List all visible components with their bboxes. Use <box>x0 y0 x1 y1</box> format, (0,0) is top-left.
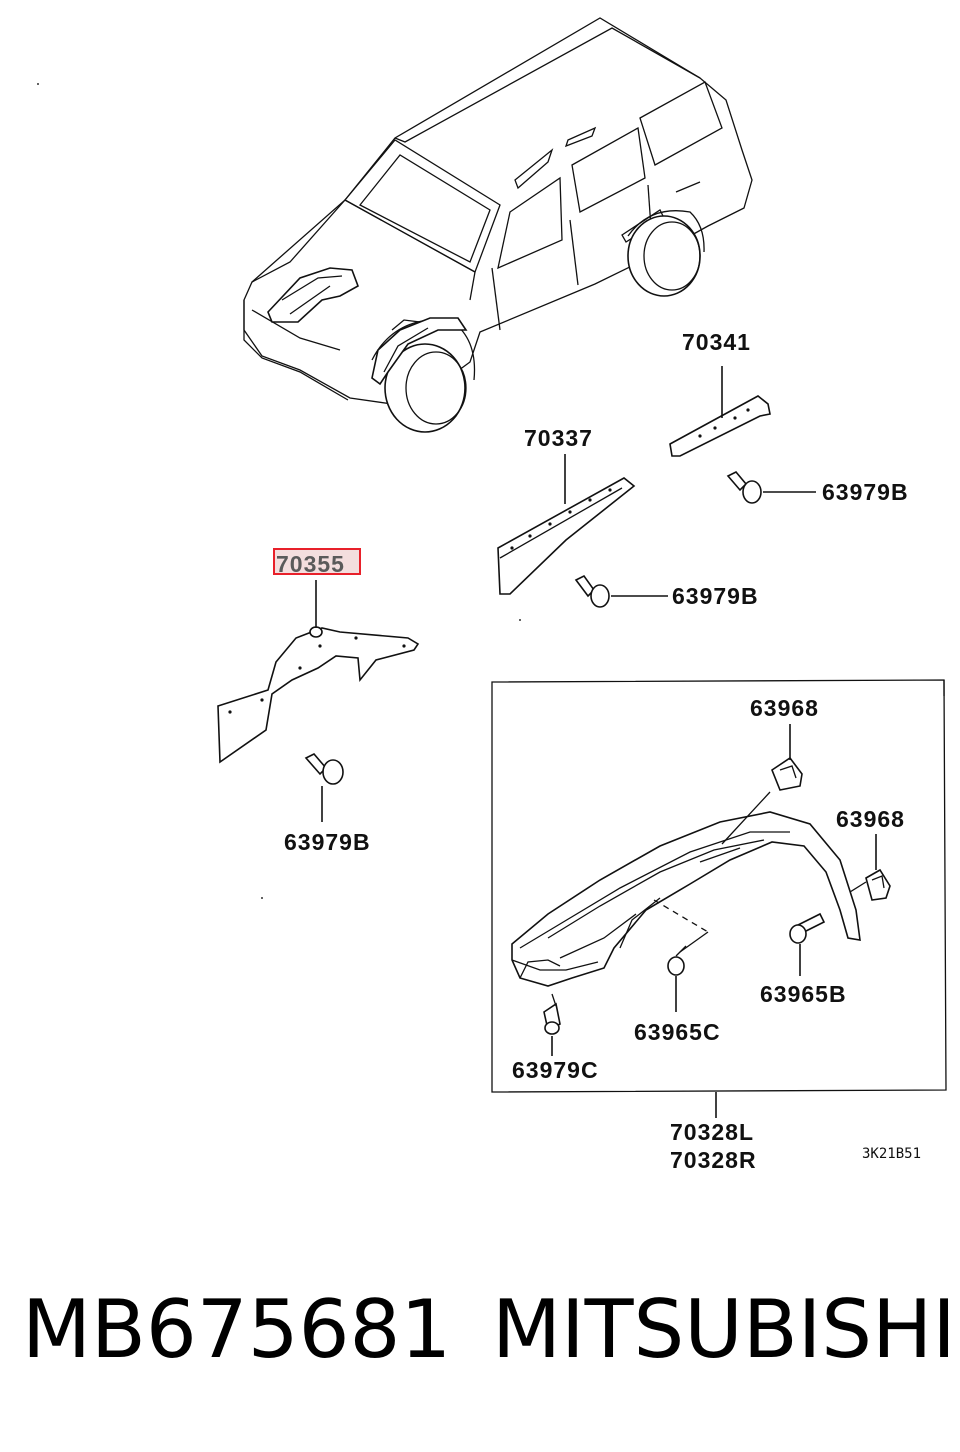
callout-70341: 70341 <box>682 329 751 355</box>
callout-63979b-3: 63979B <box>284 829 371 855</box>
callout-63979b-2: 63979B <box>672 583 759 609</box>
callout-70328l: 70328L <box>670 1119 754 1145</box>
callout-70337: 70337 <box>524 425 593 451</box>
footer: MB675681 MITSUBISHI <box>0 1290 960 1400</box>
callout-63968-1: 63968 <box>750 695 819 721</box>
callout-70328r: 70328R <box>670 1147 757 1173</box>
highlight-box <box>273 548 361 575</box>
callout-70355: 70355 <box>276 551 345 577</box>
brand-name: MITSUBISHI <box>492 1283 956 1376</box>
part-number: MB675681 <box>22 1283 452 1376</box>
callout-63979b-1: 63979B <box>822 479 909 505</box>
diagram-ref-code: 3K21B51 <box>862 1146 921 1162</box>
callout-63965b: 63965B <box>760 981 847 1007</box>
clip-63979b-middle: 63979B <box>574 574 759 609</box>
part-70337: 70337 <box>497 425 636 595</box>
callout-63965c: 63965C <box>634 1019 721 1045</box>
part-70341: 70341 <box>669 329 771 457</box>
callout-63979c: 63979C <box>512 1057 599 1083</box>
part-70355: 70355 <box>217 548 420 764</box>
callout-63968-2: 63968 <box>836 806 905 832</box>
clip-63979b-lower: 63979B <box>284 753 371 855</box>
clip-63979b-upper: 63979B <box>726 471 909 505</box>
fender-liner-group: 63968 63968 63965B 63965C 63979C 70328L … <box>491 679 947 1173</box>
vehicle-illustration <box>243 17 753 433</box>
